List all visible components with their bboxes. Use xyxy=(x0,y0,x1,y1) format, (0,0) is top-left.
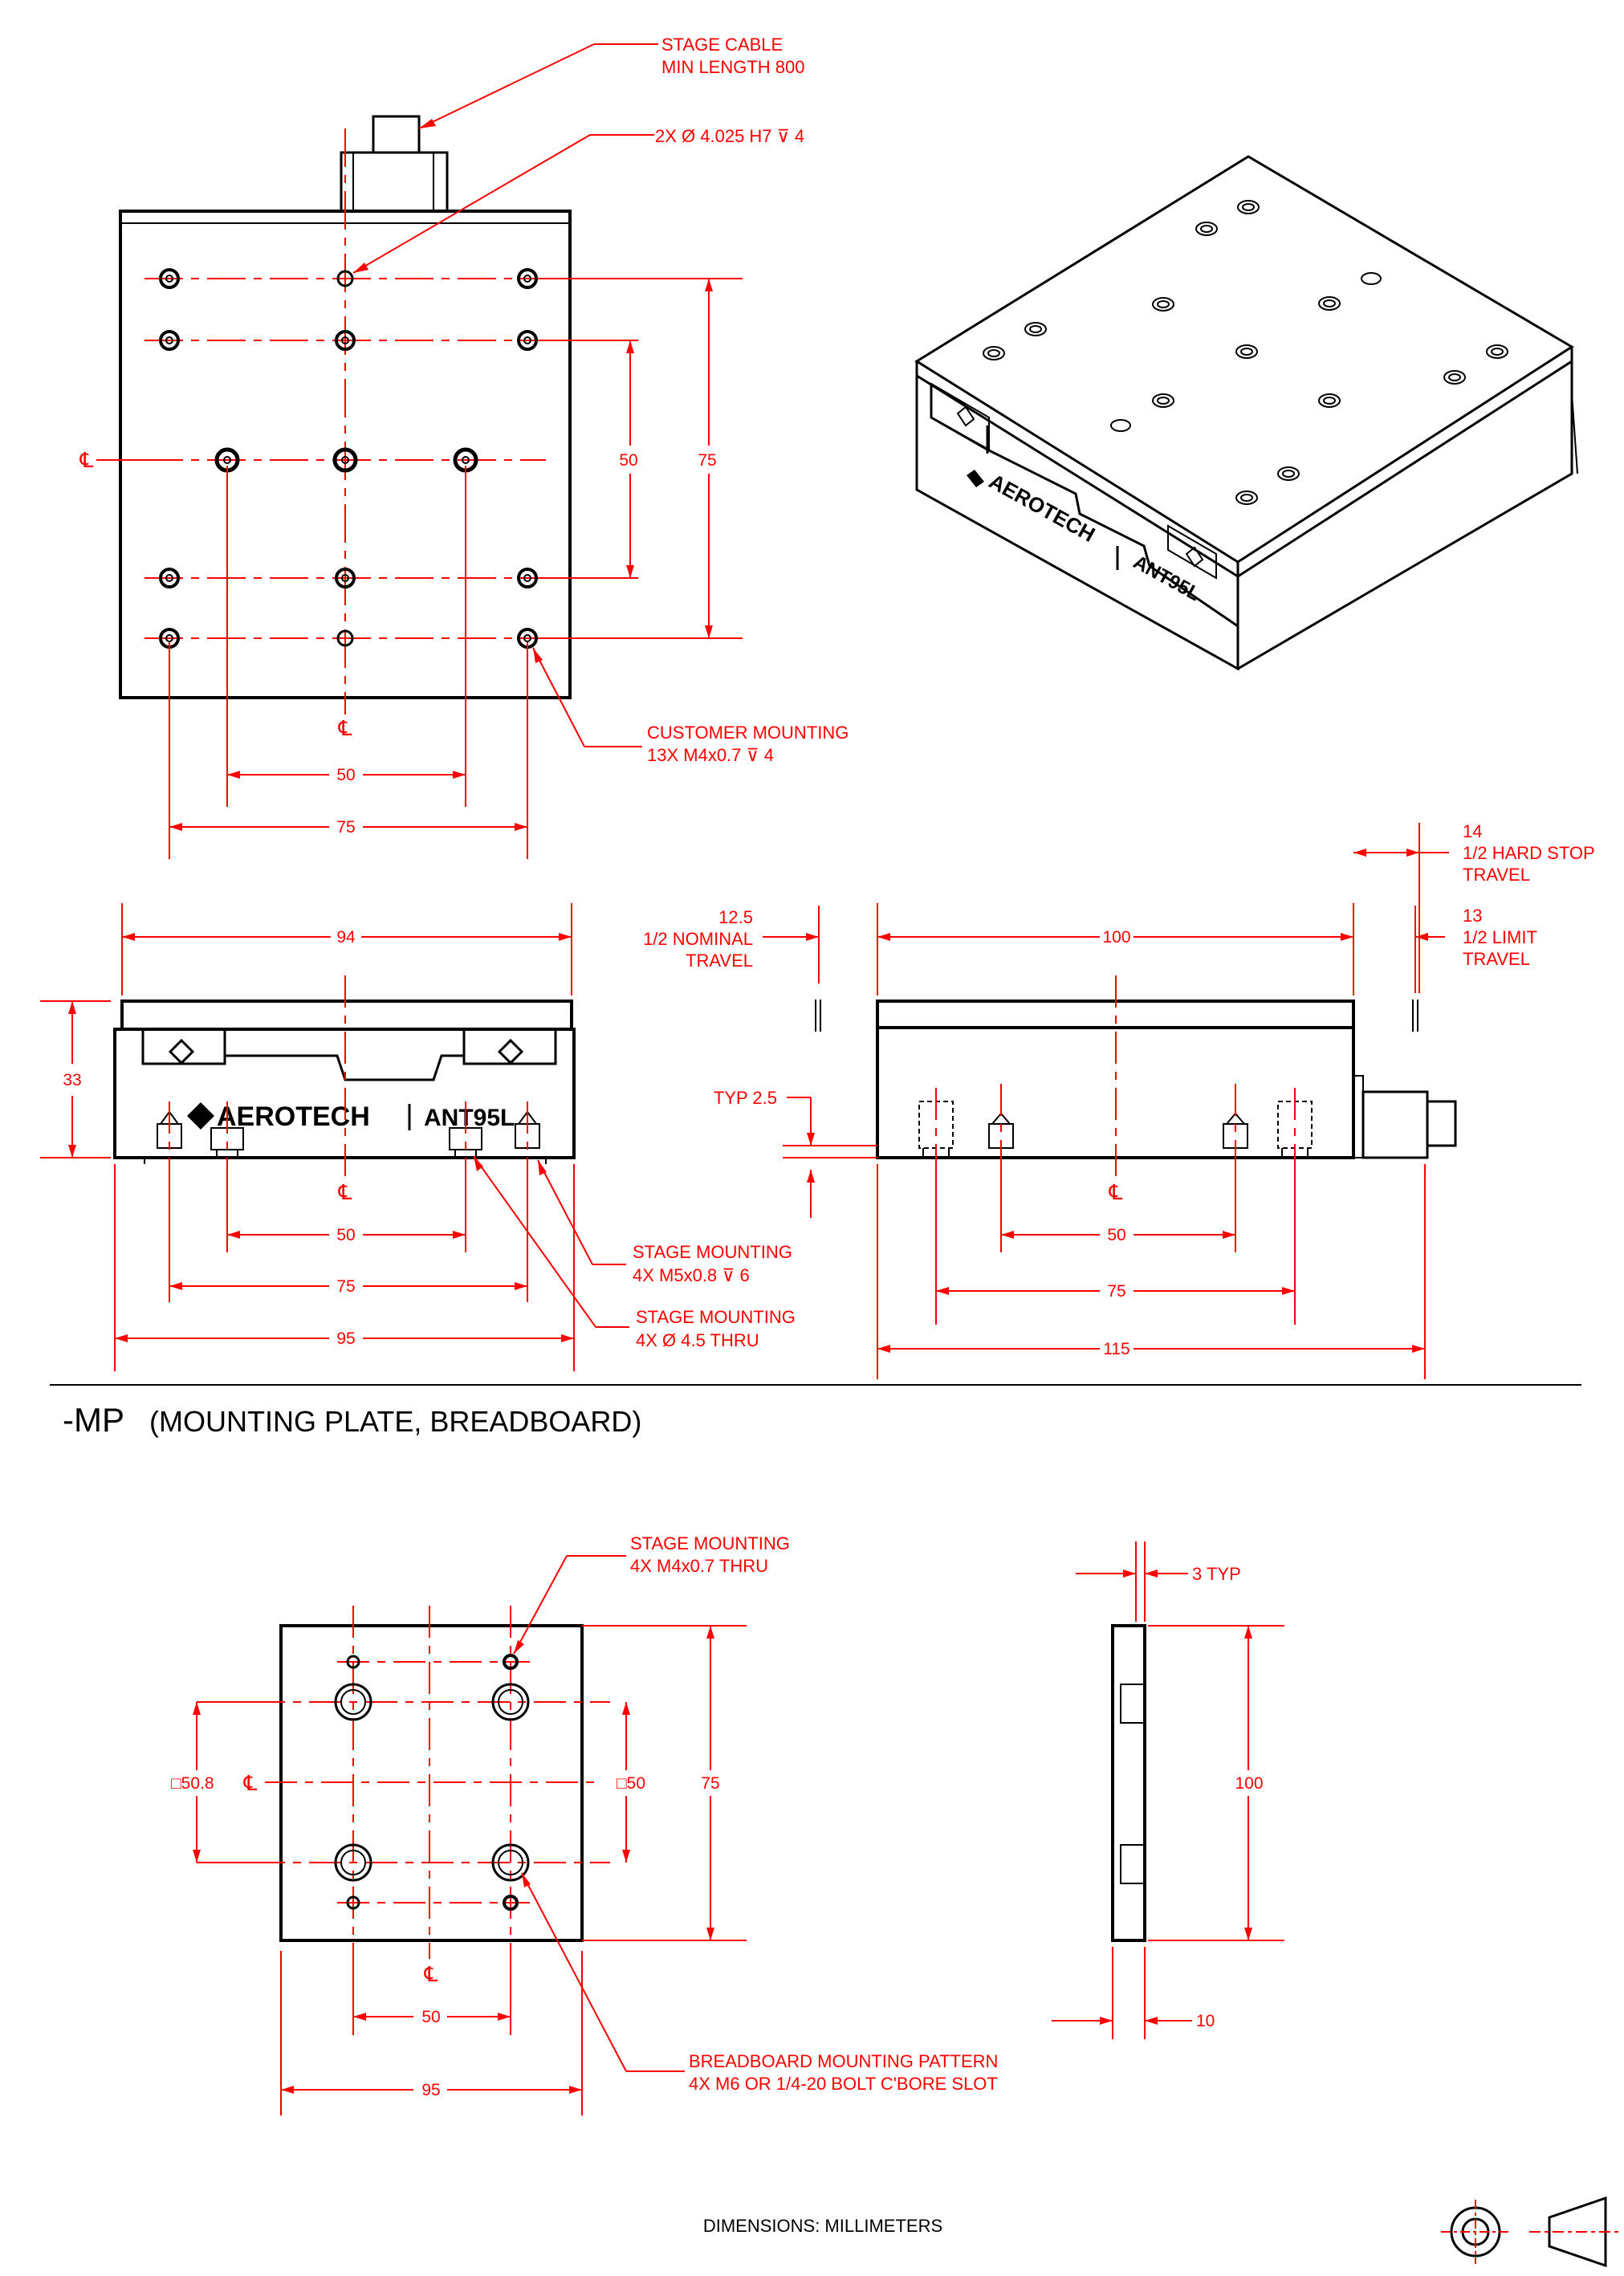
iso-model-text: ANT95L xyxy=(1129,552,1203,606)
front-centerline: ℄ xyxy=(338,1180,352,1204)
mp-dim-508: □50.8 xyxy=(171,1774,214,1793)
top-centerline-bottom: ℄ xyxy=(338,716,352,740)
customer-mounting-holes xyxy=(159,268,538,649)
typ-label: TYP 2.5 xyxy=(714,1088,777,1108)
hard-stop-unit: TRAVEL xyxy=(1463,865,1530,885)
top-dim-75h: 75 xyxy=(336,818,355,837)
side-dim-50: 50 xyxy=(1107,1226,1125,1244)
nominal-travel-value: 12.5 xyxy=(718,907,753,927)
side-centerline: ℄ xyxy=(1109,1180,1123,1204)
mounting-plate-side-view: 3 TYP 100 10 xyxy=(1052,1541,1284,2039)
stage-cable-label: STAGE CABLE xyxy=(661,35,783,55)
breadboard-label: BREADBOARD MOUNTING PATTERN xyxy=(689,2051,998,2071)
hard-stop-value: 14 xyxy=(1463,821,1482,841)
front-logo-text: AEROTECH xyxy=(217,1101,370,1132)
stage-cable-connector xyxy=(340,115,449,213)
mp-centerline-bottom: ℄ xyxy=(424,1962,438,1986)
side-view: 100 50 75 115 ℄ 12.5 1/2 NOMINAL TRAVEL … xyxy=(643,821,1595,1379)
mp-dim-10: 10 xyxy=(1196,2012,1215,2030)
isometric-view: AEROTECH ANT95L xyxy=(914,155,1578,671)
mounting-plate-top-view: □50.8 ℄ □50 75 50 95 ℄ STAGE MOUNTING 4X… xyxy=(171,1533,998,2115)
iso-logo-text: AEROTECH xyxy=(985,469,1099,547)
mp-dim-95: 95 xyxy=(421,2081,440,2099)
top-dim-75v: 75 xyxy=(698,451,716,470)
footer-units: DIMENSIONS: MILLIMETERS xyxy=(703,2216,942,2236)
stage-mounting-m5-spec: 4X M5x0.8 ⊽ 6 xyxy=(633,1265,750,1285)
limit-label: 1/2 LIMIT xyxy=(1463,927,1537,947)
front-dim-33: 33 xyxy=(63,1071,81,1089)
side-dim-75: 75 xyxy=(1107,1282,1125,1301)
front-dim-94: 94 xyxy=(336,928,356,947)
mp-stage-mounting-spec: 4X M4x0.7 THRU xyxy=(630,1556,768,1576)
limit-value: 13 xyxy=(1463,906,1482,926)
section-title: (MOUNTING PLATE, BREADBOARD) xyxy=(149,1405,641,1438)
stage-cable-length: MIN LENGTH 800 xyxy=(661,57,805,77)
customer-mounting-spec: 13X M4x0.7 ⊽ 4 xyxy=(647,745,774,765)
top-centerline-left: ℄ xyxy=(79,448,94,472)
nominal-travel-label: 1/2 NOMINAL xyxy=(643,929,753,949)
mp-dim-100: 100 xyxy=(1235,1774,1263,1793)
front-model-text: ANT95L xyxy=(424,1105,515,1131)
stage-mounting-thru-spec: 4X Ø 4.5 THRU xyxy=(636,1330,759,1350)
dowel-holes-label: 2X Ø 4.025 H7 ⊽ 4 xyxy=(655,126,804,146)
top-dim-50h: 50 xyxy=(336,766,355,784)
mp-dim-50: 50 xyxy=(421,2008,440,2026)
stage-mounting-m5-label: STAGE MOUNTING xyxy=(633,1242,792,1262)
nominal-travel-unit: TRAVEL xyxy=(686,951,753,971)
mp-centerline: ℄ xyxy=(243,1771,258,1795)
top-view: 50 75 50 75 ℄ ℄ STAGE CABLE MIN LENGTH 8… xyxy=(79,35,849,859)
projection-symbol-icon xyxy=(1441,2196,1622,2268)
front-view: AEROTECH ANT95L xyxy=(40,903,796,1371)
mp-dim-50sq: □50 xyxy=(617,1774,645,1793)
front-dim-50: 50 xyxy=(336,1226,355,1244)
front-dim-75: 75 xyxy=(336,1277,355,1296)
front-dim-95: 95 xyxy=(336,1329,355,1348)
side-dim-115: 115 xyxy=(1103,1340,1129,1358)
section-code: -MP xyxy=(63,1401,124,1439)
side-dim-100: 100 xyxy=(1102,928,1130,947)
limit-unit: TRAVEL xyxy=(1463,949,1530,969)
hard-stop-label: 1/2 HARD STOP xyxy=(1463,843,1595,863)
mp-dim-75: 75 xyxy=(701,1774,719,1793)
mp-stage-mounting-label: STAGE MOUNTING xyxy=(630,1533,790,1553)
breadboard-spec: 4X M6 OR 1/4-20 BOLT C'BORE SLOT xyxy=(689,2074,998,2094)
three-typ-label: 3 TYP xyxy=(1192,1564,1241,1584)
customer-mounting-label: CUSTOMER MOUNTING xyxy=(647,723,849,743)
stage-mounting-thru-label: STAGE MOUNTING xyxy=(636,1307,796,1327)
top-dim-50v: 50 xyxy=(619,451,637,470)
